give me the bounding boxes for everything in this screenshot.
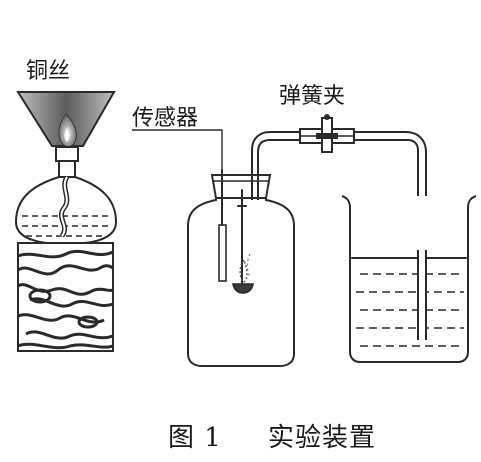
lamp-neck — [58, 160, 76, 178]
spring-clip-icon — [299, 114, 355, 153]
beaker — [341, 195, 477, 363]
sensor-probe — [218, 224, 227, 282]
burning-phosphorus-icon — [239, 258, 248, 283]
sensor-leader-line — [132, 129, 223, 170]
wick-holder — [55, 146, 79, 162]
spring-clip-label: 弹簧夹 — [279, 84, 345, 109]
alcohol-lamp-assembly — [14, 91, 118, 246]
sealed-bottle — [187, 169, 295, 367]
water — [351, 257, 467, 347]
sensor-label: 传感器 — [132, 106, 198, 131]
wooden-block — [17, 242, 114, 352]
figure-number: 图 1 — [168, 423, 222, 453]
combustion-spoon — [232, 283, 254, 294]
figure-title: 实验装置 — [268, 423, 376, 453]
copper-wire-label: 铜丝 — [26, 59, 70, 84]
